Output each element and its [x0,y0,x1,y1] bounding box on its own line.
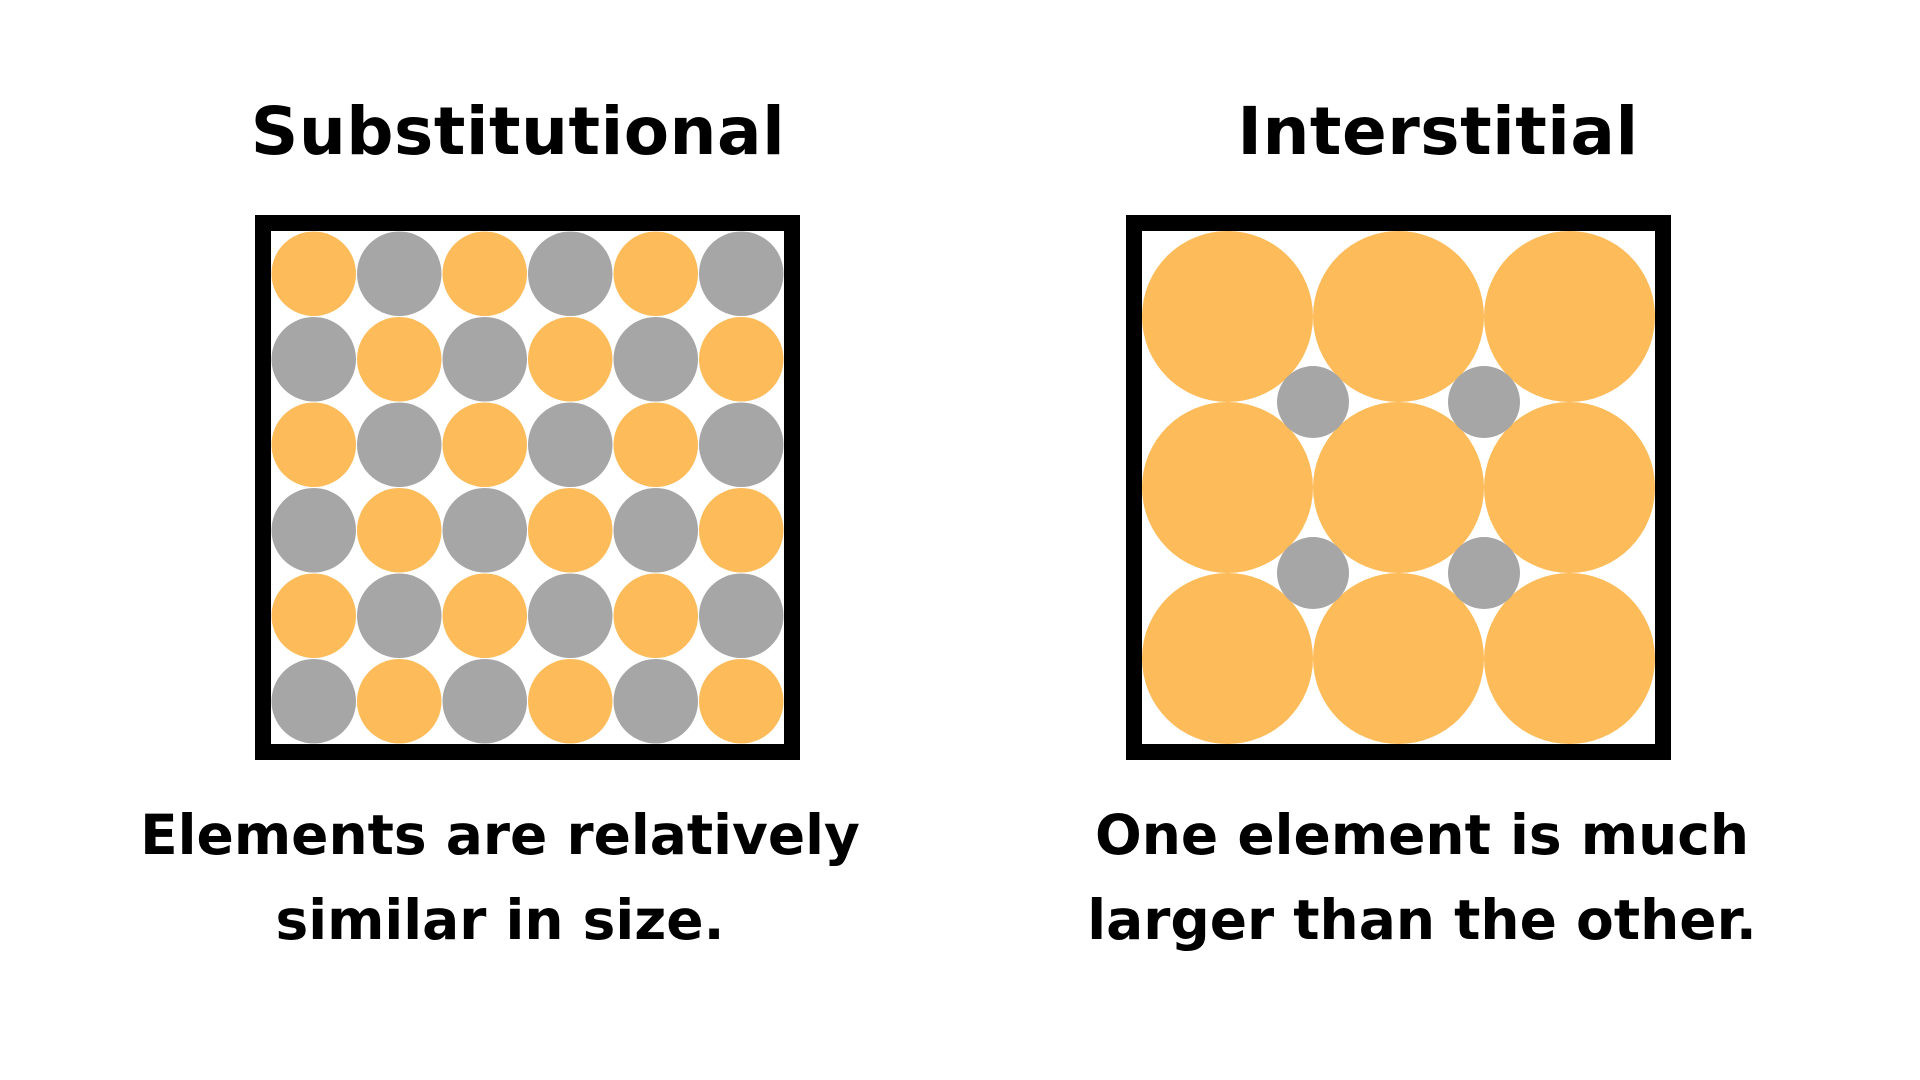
orange-atom [271,231,356,316]
orange-atom [528,317,613,402]
orange-atom [442,402,527,487]
orange-atom [271,573,356,658]
large-orange-atom [1484,231,1655,402]
substitutional-panel: Substitutional Elements are relatively s… [140,93,860,952]
interstitial-caption: One element is much larger than the othe… [942,793,1902,963]
substitutional-lattice [255,215,800,760]
orange-atom [699,488,784,573]
orange-atom [613,231,698,316]
small-gray-atom [1448,366,1520,438]
orange-atom [613,402,698,487]
large-orange-atom [1484,402,1655,573]
orange-atom [699,317,784,402]
interstitial-border [1126,215,1671,760]
gray-atom [699,402,784,487]
large-orange-atom [1142,402,1313,573]
gray-atom [357,573,442,658]
orange-atom [357,659,442,744]
interstitial-caption-line1: One element is much [1095,803,1749,867]
gray-atom [699,231,784,316]
large-orange-atom [1142,231,1313,402]
gray-atom [528,231,613,316]
orange-atom [442,573,527,658]
small-gray-atom [1277,537,1349,609]
gray-atom [357,402,442,487]
large-orange-atom [1313,402,1484,573]
small-gray-atom [1448,537,1520,609]
gray-atom [699,573,784,658]
gray-atom [528,573,613,658]
gray-atom [271,659,356,744]
gray-atom [442,488,527,573]
substitutional-background [255,215,800,760]
substitutional-caption-line2: similar in size. [275,888,725,952]
gray-atom [613,317,698,402]
substitutional-caption-line1: Elements are relatively [140,803,860,867]
orange-atom [528,488,613,573]
orange-atom [271,402,356,487]
gray-atom [613,488,698,573]
large-orange-atom [1313,573,1484,744]
large-orange-atom [1313,231,1484,402]
substitutional-caption: Elements are relatively similar in size. [20,793,980,963]
large-orange-atom [1484,573,1655,744]
gray-atom [442,317,527,402]
orange-atom [357,488,442,573]
orange-atom [442,231,527,316]
orange-atom [357,317,442,402]
substitutional-border [255,215,800,760]
large-orange-atom [1142,573,1313,744]
interstitial-panel: Interstitial One element is much larger … [960,0,1920,1080]
orange-atom [528,659,613,744]
orange-atom [613,573,698,658]
interstitial-caption-line2: larger than the other. [1087,888,1757,952]
gray-atom [271,488,356,573]
interstitial-title: Interstitial [1237,93,1639,170]
gray-atom [442,659,527,744]
gray-atom [271,317,356,402]
orange-atom [699,659,784,744]
gray-atom [528,402,613,487]
interstitial-lattice [1126,215,1671,760]
gray-atom [357,231,442,316]
substitutional-title: Substitutional [250,93,786,170]
small-gray-atom [1277,366,1349,438]
gray-atom [613,659,698,744]
